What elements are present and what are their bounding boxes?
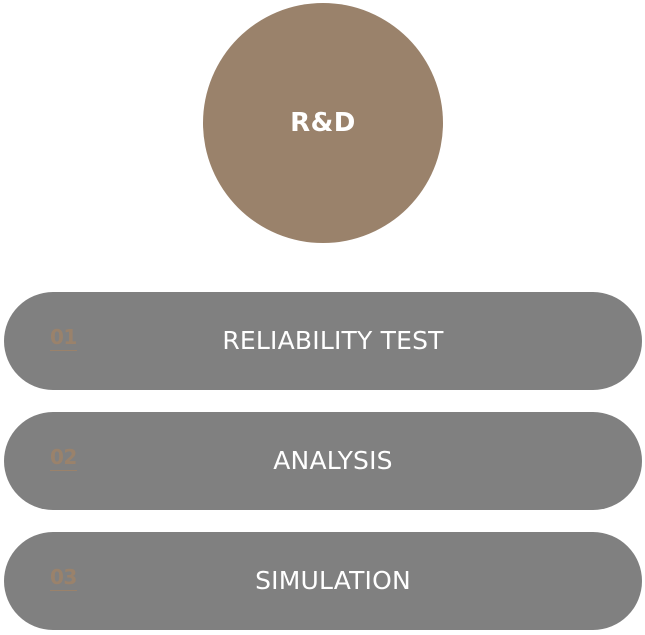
rnd-circle: R&D — [203, 3, 443, 243]
item-number: 01 — [50, 325, 77, 351]
item-number: 03 — [50, 565, 77, 591]
item-title: RELIABILITY TEST — [222, 326, 444, 355]
item-title: ANALYSIS — [273, 446, 393, 475]
item-reliability-test[interactable]: 01 RELIABILITY TEST — [4, 292, 642, 390]
item-analysis[interactable]: 02 ANALYSIS — [4, 412, 642, 510]
rnd-label: R&D — [290, 108, 356, 138]
item-title: SIMULATION — [255, 566, 411, 595]
item-simulation[interactable]: 03 SIMULATION — [4, 532, 642, 630]
item-number: 02 — [50, 445, 77, 471]
